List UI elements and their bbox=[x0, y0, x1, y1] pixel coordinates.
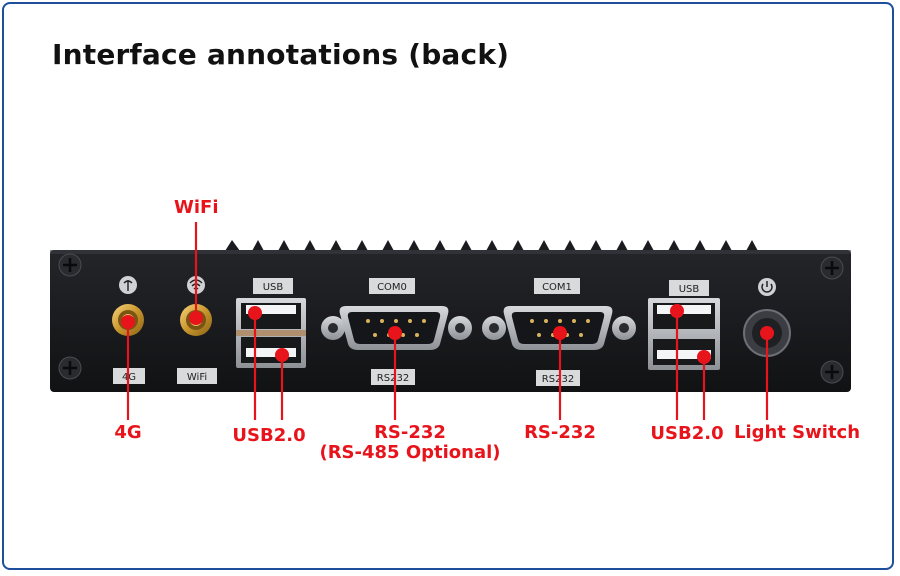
label-rs232-com0: RS-232 bbox=[374, 422, 446, 443]
panel-label-com1: COM1 bbox=[542, 282, 572, 293]
screw-bottom-right bbox=[820, 360, 844, 384]
label-wifi: WiFi bbox=[174, 197, 219, 218]
usb-port-stack-left bbox=[236, 298, 306, 368]
heatsink-fins bbox=[225, 240, 758, 251]
label-rs485-optional: (RS-485 Optional) bbox=[319, 442, 501, 463]
panel-label-usb-right: USB bbox=[679, 284, 700, 295]
antenna-icon bbox=[119, 276, 137, 294]
power-icon bbox=[758, 278, 776, 296]
screw-top-right bbox=[820, 256, 844, 280]
label-light-switch: Light Switch bbox=[733, 422, 861, 443]
panel-label-wifi: WiFi bbox=[187, 372, 207, 383]
screw-bottom-left bbox=[58, 356, 82, 380]
panel-label-rs232-right: RS232 bbox=[542, 374, 574, 385]
label-usb2-left: USB2.0 bbox=[232, 425, 306, 446]
page-title: Interface annotations (back) bbox=[52, 38, 510, 71]
label-rs232-com1: RS-232 bbox=[524, 422, 596, 443]
panel-label-com0: COM0 bbox=[377, 282, 407, 293]
label-usb2-right: USB2.0 bbox=[650, 423, 724, 444]
label-4g: 4G bbox=[114, 422, 142, 443]
annotation-leader-lines bbox=[126, 222, 769, 420]
panel-label-rs232-left: RS232 bbox=[377, 373, 409, 384]
screw-top-left bbox=[58, 253, 82, 277]
panel-label-usb-left: USB bbox=[263, 282, 284, 293]
